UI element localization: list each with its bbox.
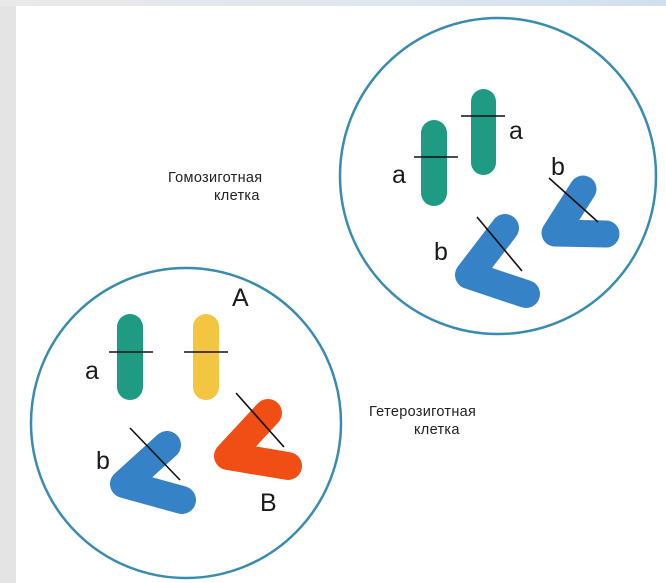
chromosome-body: [421, 120, 447, 206]
heterozygous-chromosome-a: a: [85, 314, 153, 400]
allele-label: A: [232, 284, 249, 312]
locus-line: [548, 177, 599, 223]
allele-label: b: [434, 238, 448, 266]
chromosome-body: [117, 314, 143, 400]
homozygous-chromosome-b-2: b: [541, 153, 620, 248]
heterozygous-cell-membrane: [29, 266, 343, 580]
allele-label: a: [509, 117, 523, 145]
allele-label: a: [392, 161, 406, 189]
chromosome-body: [214, 399, 302, 480]
locus-line: [476, 216, 523, 272]
locus-line: [235, 392, 285, 448]
locus-line: [129, 427, 181, 481]
chromosome-body: [193, 314, 219, 400]
chromosome-body: [455, 214, 540, 308]
homozygous-chromosome-a-1: a: [392, 120, 458, 206]
allele-label: b: [96, 447, 110, 475]
heterozygous-chromosome-B: B: [214, 392, 302, 517]
homozygous-cell-membrane: [338, 16, 658, 336]
caption-line-1: Гомозиготная: [168, 170, 262, 186]
chromosome-body: [541, 175, 620, 248]
caption-line-2: клетка: [414, 422, 460, 438]
homozygous-chromosome-a-2: a: [461, 89, 523, 175]
heterozygous-chromosome-A: A: [184, 284, 249, 400]
homozygous-cell-caption: Гомозиготная клетка: [168, 170, 262, 204]
allele-label: b: [551, 153, 565, 181]
top-frame-strip: [0, 0, 666, 6]
left-frame-strip: [0, 0, 16, 583]
caption-line-2: клетка: [214, 188, 260, 204]
caption-line-1: Гетерозиготная: [369, 404, 476, 420]
allele-label: a: [85, 357, 99, 385]
heterozygous-cell: a A b B: [29, 266, 343, 580]
homozygous-cell: a a b b: [338, 16, 658, 336]
chromosome-body: [110, 431, 196, 514]
chromosome-body: [471, 89, 496, 175]
allele-label: B: [260, 489, 277, 517]
homozygous-chromosome-b-1: b: [434, 214, 540, 308]
heterozygous-chromosome-b: b: [96, 427, 196, 514]
heterozygous-cell-caption: Гетерозиготная клетка: [369, 404, 476, 438]
